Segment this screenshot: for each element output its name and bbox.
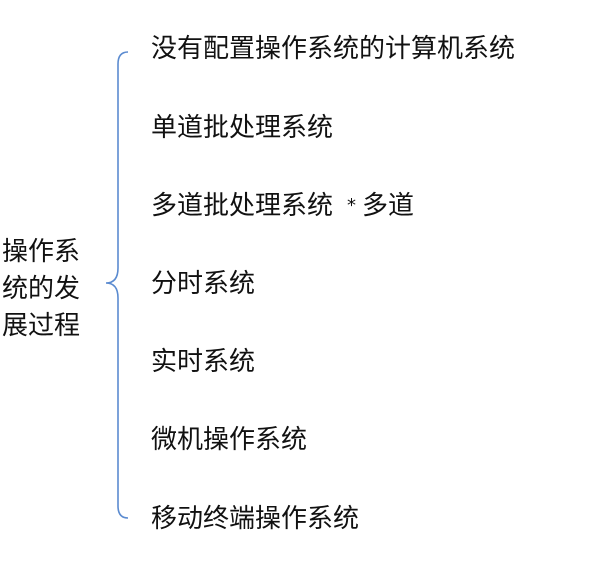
item-label: 移动终端操作系统 [151, 504, 360, 534]
curly-brace [105, 51, 129, 519]
item-label: 单道批处理系统 [151, 113, 334, 143]
item-label: 没有配置操作系统的计算机系统 [151, 34, 516, 64]
item-label: 实时系统 [151, 347, 256, 377]
item-label: 分时系统 [151, 269, 256, 299]
item-no-os-computer: 没有配置操作系统的计算机系统 [151, 32, 515, 66]
item-label: 微机操作系统 [151, 425, 308, 455]
item-microcomputer-os: 微机操作系统 [151, 423, 307, 457]
item-single-batch: 单道批处理系统 [151, 111, 333, 145]
item-real-time: 实时系统 [151, 345, 255, 379]
item-list: 没有配置操作系统的计算机系统 单道批处理系统 多道批处理系统 *多道 分时系统 实… [151, 0, 611, 583]
item-mobile-os: 移动终端操作系统 [151, 502, 359, 536]
root-label: 操作系统的发展过程 [2, 237, 81, 341]
item-note: 多道 [362, 191, 415, 221]
item-label: 多道批处理系统 [151, 191, 334, 221]
brace-path [105, 51, 129, 519]
star-marker: * [347, 195, 357, 216]
item-time-sharing: 分时系统 [151, 267, 255, 301]
item-multi-batch: 多道批处理系统 *多道 [151, 189, 414, 223]
